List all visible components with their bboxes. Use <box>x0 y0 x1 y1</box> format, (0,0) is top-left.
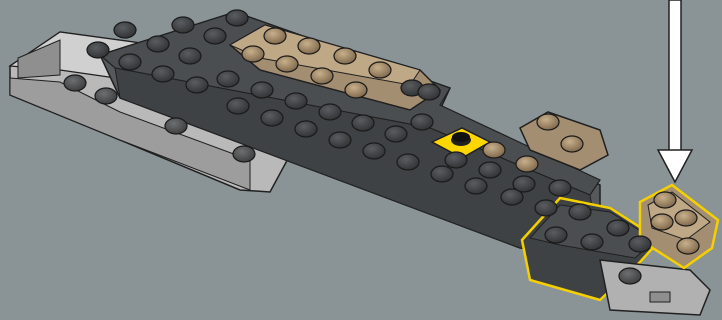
down-arrow-icon <box>658 0 692 182</box>
light-gray-base-right <box>600 260 710 315</box>
highlighted-tan-wedge <box>640 185 718 268</box>
